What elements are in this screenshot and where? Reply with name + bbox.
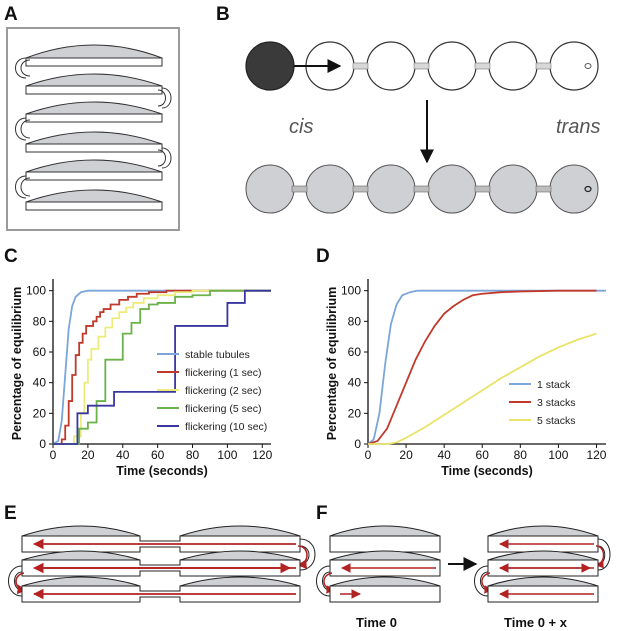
panel-label-f: F — [316, 503, 328, 524]
compartment — [488, 164, 538, 214]
x-tick-label: 60 — [151, 448, 165, 462]
cis-label: cis — [289, 116, 313, 138]
y-tick-label: 40 — [33, 376, 47, 390]
cisterna — [25, 131, 163, 153]
y-axis-label: Percentage of equilibrium — [325, 287, 339, 441]
compartment — [366, 41, 416, 91]
y-tick-label: 60 — [33, 345, 47, 359]
panel-label-b: B — [216, 4, 230, 25]
y-tick-label: 100 — [26, 284, 46, 298]
panel-a-golgi-stack — [6, 27, 180, 231]
cisterna — [25, 44, 163, 67]
y-tick-label: 0 — [39, 437, 46, 451]
panel-label-e: E — [4, 503, 17, 524]
cisterna-row — [21, 525, 301, 553]
y-tick-label: 100 — [341, 284, 361, 298]
x-tick-label: 120 — [252, 448, 272, 462]
y-tick-label: 40 — [348, 376, 362, 390]
y-tick-label: 60 — [348, 345, 362, 359]
panel-b-compartments: cis trans — [245, 41, 600, 214]
legend-label: 5 stacks — [537, 415, 576, 427]
series-line — [367, 289, 606, 445]
x-tick-label: 20 — [399, 448, 413, 462]
y-tick-label: 20 — [348, 406, 362, 420]
bottom-row — [245, 164, 599, 214]
legend-label: stable tubules — [185, 349, 250, 361]
x-tick-label: 80 — [514, 448, 528, 462]
time-0-label: Time 0 — [356, 615, 397, 630]
stack-time-0-plus-x — [474, 525, 611, 603]
panel-label-a: A — [4, 4, 18, 25]
y-tick-label: 0 — [354, 437, 361, 451]
x-tick-label: 0 — [365, 448, 372, 462]
y-tick-label: 80 — [348, 314, 362, 328]
legend-label: flickering (5 sec) — [185, 403, 261, 415]
donor-compartment — [245, 41, 295, 91]
compartment — [366, 164, 416, 214]
y-tick-label: 20 — [33, 406, 47, 420]
panel-label-c: C — [4, 246, 18, 267]
panel-e-stack-diagram — [8, 525, 316, 603]
series-line — [52, 289, 271, 445]
compartment — [488, 41, 538, 91]
x-axis-label: Time (seconds) — [116, 464, 207, 478]
series-line — [53, 289, 271, 445]
x-tick-label: 100 — [217, 448, 237, 462]
x-tick-label: 0 — [50, 448, 57, 462]
y-tick-label: 80 — [33, 314, 47, 328]
series-line — [53, 289, 271, 445]
cisterna — [25, 189, 163, 211]
top-row — [245, 41, 599, 91]
legend-label: flickering (10 sec) — [185, 421, 267, 433]
legend-label: 3 stacks — [537, 397, 576, 409]
compartment — [305, 164, 355, 214]
series-line — [368, 332, 597, 445]
compartment — [427, 41, 477, 91]
x-tick-label: 40 — [437, 448, 451, 462]
y-axis-label: Percentage of equilibrium — [10, 287, 24, 441]
panel-label-d: D — [316, 246, 330, 267]
x-tick-label: 20 — [81, 448, 95, 462]
cisterna-row — [21, 550, 301, 577]
trans-label: trans — [556, 116, 600, 138]
x-tick-label: 60 — [476, 448, 490, 462]
legend-label: 1 stack — [537, 379, 571, 391]
legend-label: flickering (2 sec) — [185, 385, 261, 397]
series-line — [53, 289, 271, 445]
stack-time-0 — [316, 525, 441, 603]
compartment — [245, 164, 295, 214]
x-tick-label: 40 — [116, 448, 130, 462]
cisterna-row — [21, 576, 301, 603]
legend-label: flickering (1 sec) — [185, 367, 261, 379]
cisterna — [25, 73, 163, 95]
x-tick-label: 80 — [186, 448, 200, 462]
panel-f-stack-diagram: Time 0 Time 0 + x — [316, 525, 611, 630]
time-0-plus-x-label: Time 0 + x — [504, 615, 568, 630]
cisterna — [25, 101, 163, 123]
compartment — [427, 164, 477, 214]
series-line — [367, 289, 597, 445]
x-tick-label: 100 — [548, 448, 568, 462]
x-axis-label: Time (seconds) — [441, 464, 532, 478]
x-tick-label: 120 — [586, 448, 606, 462]
